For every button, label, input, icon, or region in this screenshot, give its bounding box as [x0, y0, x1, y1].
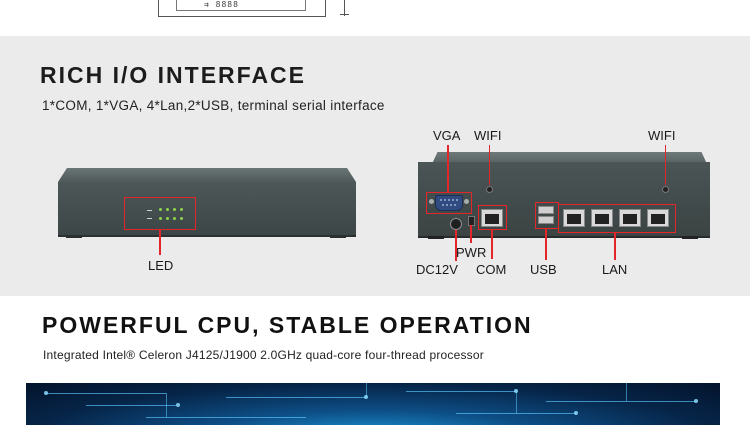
- io-section-title: RICH I/O INTERFACE: [40, 62, 307, 88]
- led-indicator-box: [124, 197, 196, 230]
- wifi-right-callout-line: [664, 145, 666, 185]
- label-com: COM: [476, 262, 507, 277]
- led-dot: [180, 217, 183, 220]
- usb-callout-line: [545, 228, 547, 260]
- lan-port-icon: [563, 209, 585, 227]
- dc12v-callout-line: [455, 230, 457, 261]
- dimension-line: [344, 0, 345, 16]
- dc-power-jack-icon: [450, 218, 462, 230]
- led-dot: [173, 208, 176, 211]
- com-callout-line: [491, 229, 493, 259]
- pwr-callout-line: [470, 225, 472, 243]
- usb-port-icon: [538, 206, 554, 214]
- usb-port-icon: [538, 216, 554, 224]
- led-dot: [159, 217, 162, 220]
- dimension-tick: [340, 14, 349, 15]
- label-dc12v: DC12V: [416, 262, 458, 277]
- front-device-panel: [58, 182, 356, 237]
- back-device-top: [432, 152, 707, 164]
- lan-highlight: [558, 204, 676, 233]
- circuit-board-image: [26, 383, 720, 425]
- label-lan: LAN: [602, 262, 628, 277]
- led-dot: [166, 208, 169, 211]
- label-led: LED: [148, 258, 174, 273]
- label-wifi-left: WIFI: [474, 128, 502, 143]
- led-dot: [173, 217, 176, 220]
- led-callout-line: [159, 229, 161, 255]
- power-button-icon: [468, 216, 475, 226]
- label-wifi-right: WIFI: [648, 128, 676, 143]
- lan-port-icon: [591, 209, 613, 227]
- wifi-left-callout-line: [488, 145, 490, 185]
- wifi-antenna-icon: [486, 186, 493, 193]
- wifi-antenna-icon: [662, 186, 669, 193]
- led-legend-mark: [147, 210, 152, 211]
- device-drawing-fragment: [158, 0, 326, 17]
- label-usb: USB: [530, 262, 557, 277]
- lan-callout-line: [614, 232, 616, 260]
- led-dot: [159, 208, 162, 211]
- back-device-foot: [428, 236, 444, 239]
- vga-callout-line: [447, 145, 449, 192]
- usb-highlight: [535, 202, 559, 229]
- top-strip: [0, 0, 750, 36]
- front-device-foot: [330, 235, 346, 238]
- vga-port-icon: [435, 195, 463, 211]
- label-vga: VGA: [433, 128, 461, 143]
- led-dot: [166, 217, 169, 220]
- led-legend-mark: [147, 218, 152, 219]
- label-pwr: PWR: [456, 245, 487, 260]
- led-dot: [180, 208, 183, 211]
- front-device-foot: [66, 235, 82, 238]
- com-highlight: [478, 205, 507, 230]
- com-port-icon: [481, 209, 503, 227]
- drawing-glyph: ⇉ 8888: [204, 0, 239, 9]
- cpu-section-subtitle: Integrated Intel® Celeron J4125/J1900 2.…: [43, 348, 484, 362]
- lan-port-icon: [647, 209, 669, 227]
- vga-screw: [429, 199, 434, 204]
- back-device-foot: [682, 236, 698, 239]
- io-section-subtitle: 1*COM, 1*VGA, 4*Lan,2*USB, terminal seri…: [42, 98, 385, 113]
- vga-highlight: [426, 192, 472, 214]
- lan-port-icon: [619, 209, 641, 227]
- front-device-top: [58, 168, 356, 182]
- vga-screw: [464, 199, 469, 204]
- device-drawing-inner: [176, 0, 306, 11]
- cpu-section-title: POWERFUL CPU, STABLE OPERATION: [42, 312, 533, 338]
